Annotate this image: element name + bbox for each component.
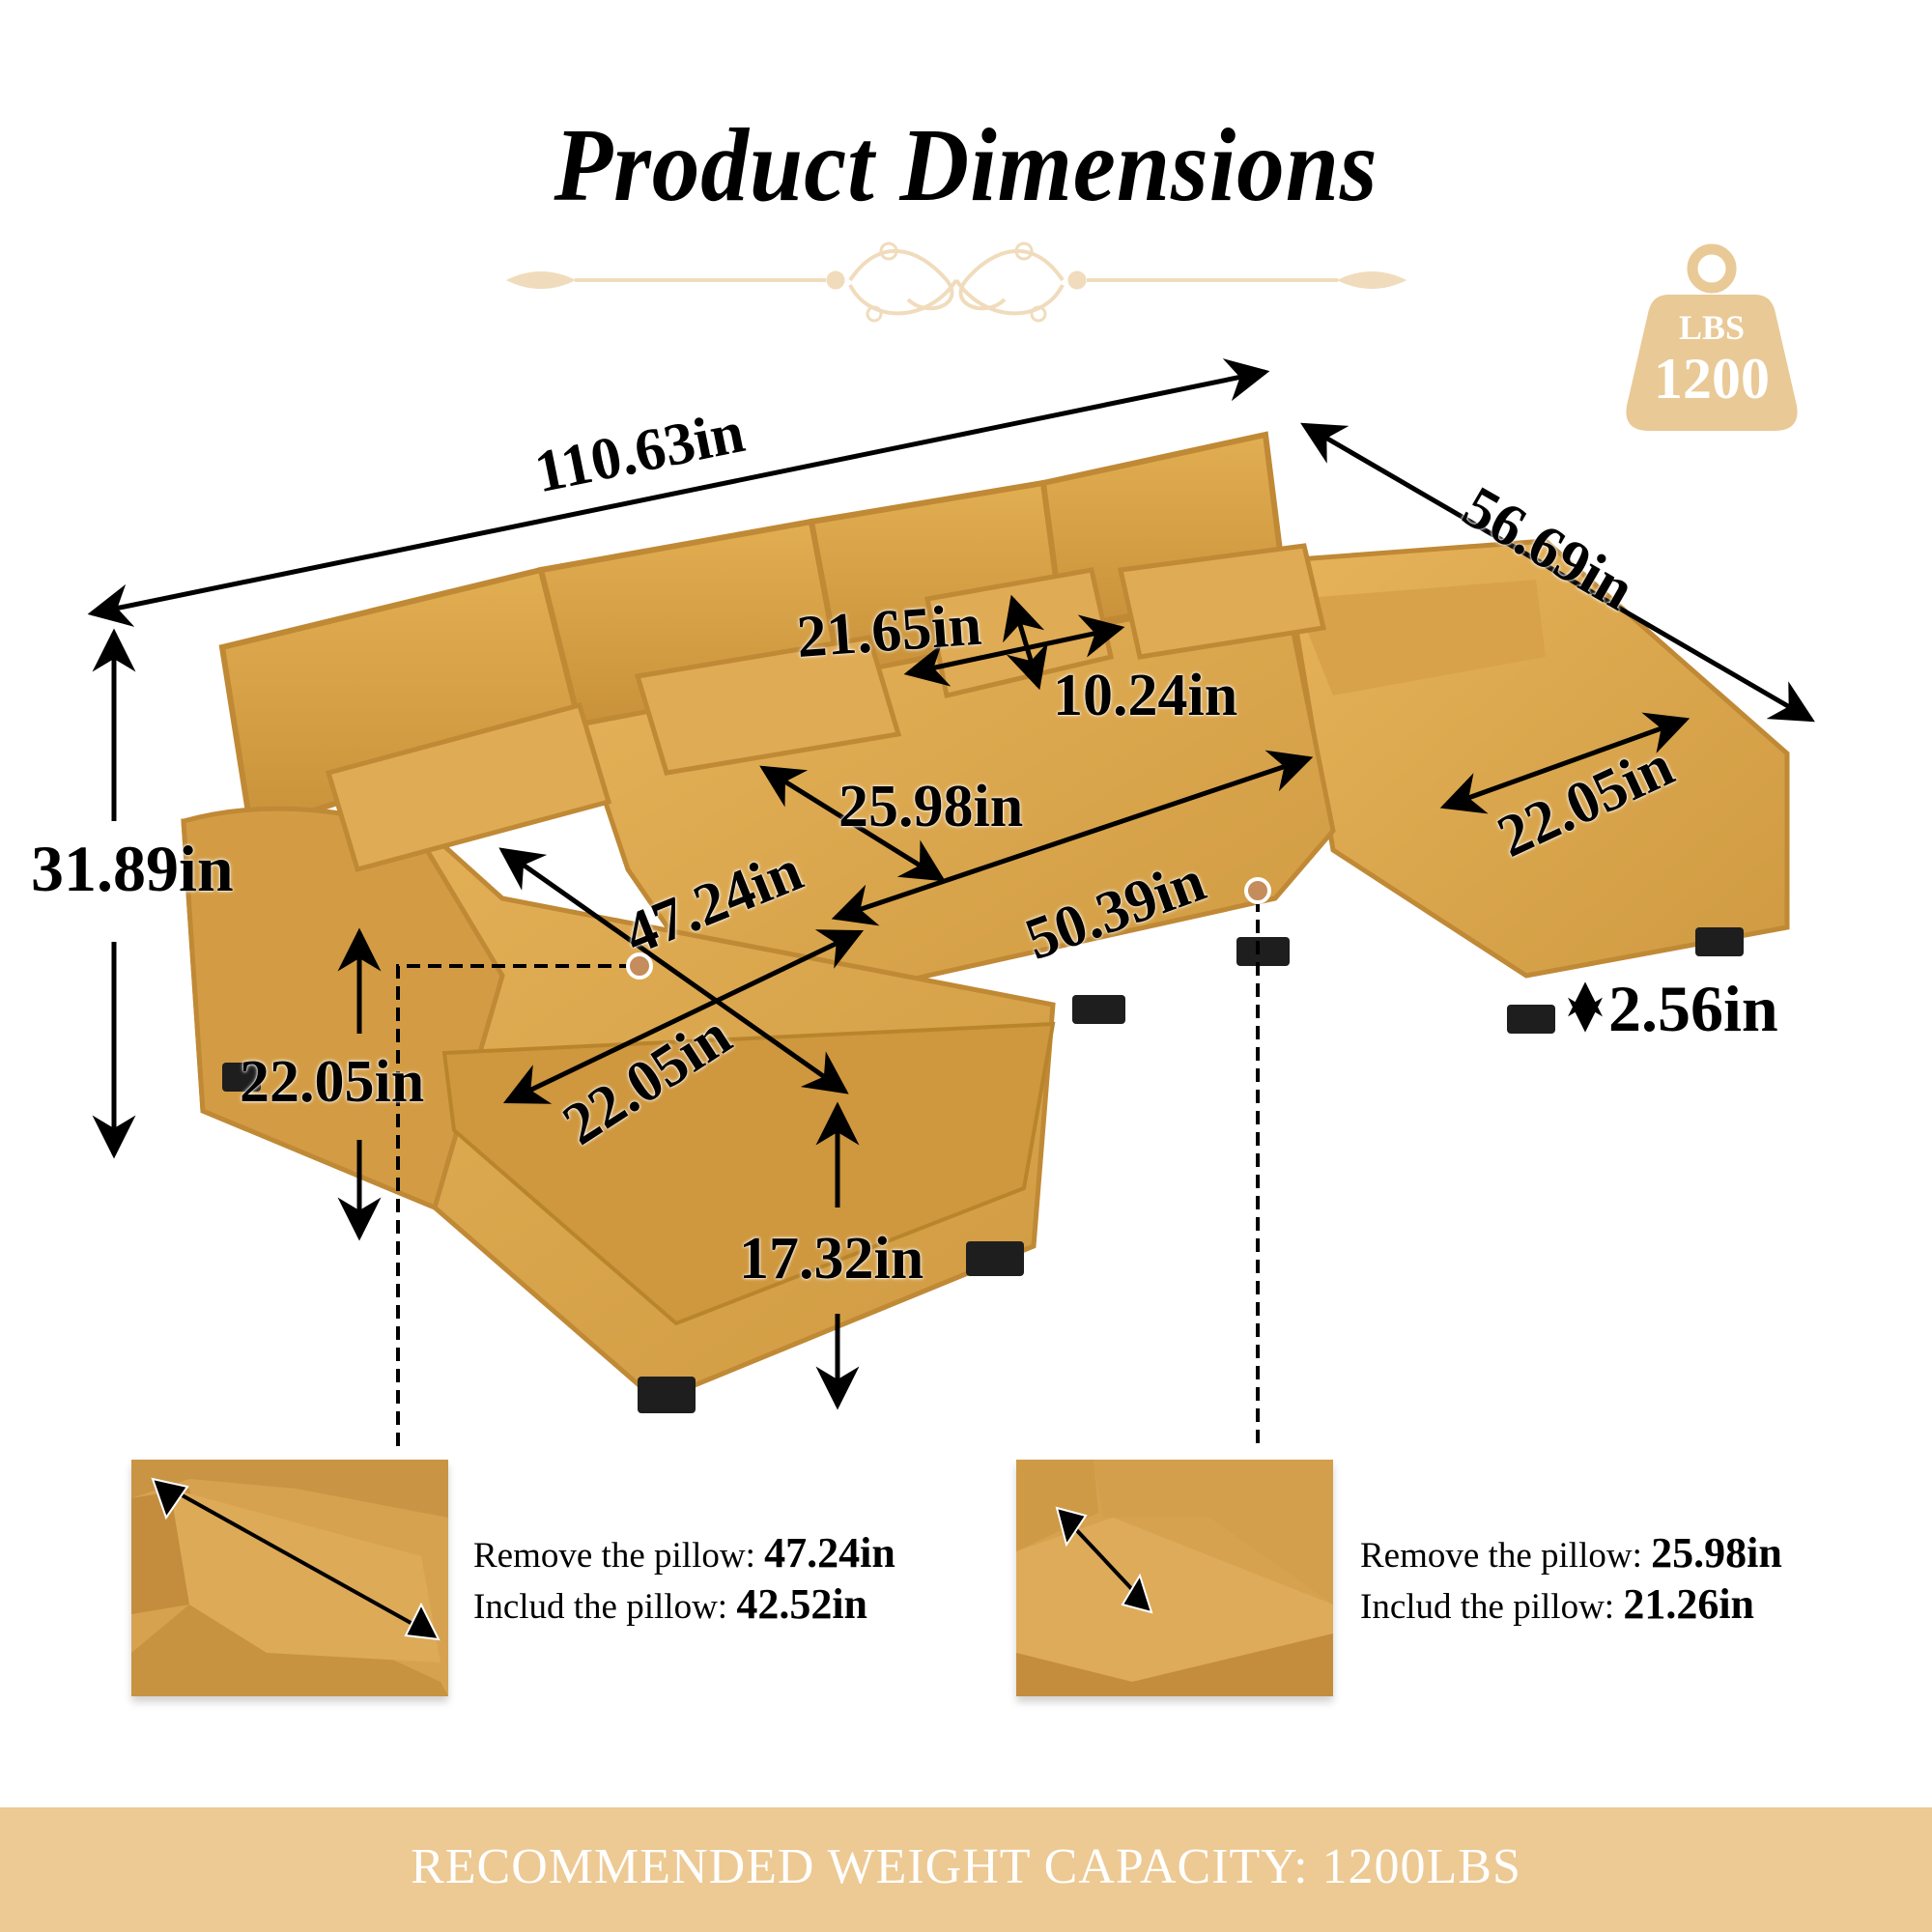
remove-pillow-label: Remove the pillow: — [473, 1536, 755, 1576]
remove-pillow-label: Remove the pillow: — [1360, 1536, 1642, 1576]
chaise-depth-arrow — [1300, 422, 1815, 723]
pillow-height-arrow — [1003, 594, 1048, 691]
dim-leg-height: 2.56in — [1608, 972, 1778, 1045]
inset-note-chaise: Remove the pillow: 47.24in Includ the pi… — [473, 1529, 895, 1632]
ornament-divider-icon — [505, 242, 1407, 323]
callout-marker-left — [626, 952, 653, 980]
badge-value: 1200 — [1654, 347, 1770, 411]
inset-photo-chaise — [131, 1460, 448, 1696]
callout-marker-right — [1244, 877, 1271, 904]
remove-pillow-value: 25.98in — [1651, 1529, 1782, 1577]
page-title: Product Dimensions — [554, 108, 1378, 223]
dimension-arrows — [87, 358, 1815, 1449]
dim-arm-height: 22.05in — [240, 1049, 425, 1115]
dim-overall-height: 31.89in — [31, 832, 234, 905]
dim-seat-height: 17.32in — [739, 1226, 924, 1292]
inset-photo-middle-seat — [1016, 1460, 1333, 1696]
dim-pillow-height: 10.24in — [1053, 663, 1238, 728]
inset-note-middle-seat: Remove the pillow: 25.98in Includ the pi… — [1360, 1529, 1782, 1632]
include-pillow-label: Includ the pillow: — [473, 1587, 728, 1627]
weight-badge: LBS 1200 — [1625, 242, 1799, 435]
weight-icon — [1626, 243, 1798, 431]
weight-capacity-banner: RECOMMENDED WEIGHT CAPACITY: 1200LBS — [0, 1807, 1932, 1932]
dim-pillow-width: 21.65in — [794, 591, 984, 670]
include-pillow-label: Includ the pillow: — [1360, 1587, 1615, 1627]
include-pillow-value: 21.26in — [1623, 1580, 1755, 1628]
remove-pillow-value: 47.24in — [764, 1529, 895, 1577]
dim-middle-seat-depth: 25.98in — [838, 774, 1024, 839]
include-pillow-value: 42.52in — [736, 1580, 868, 1628]
badge-unit: LBS — [1678, 308, 1746, 347]
width-arrow — [87, 358, 1270, 627]
